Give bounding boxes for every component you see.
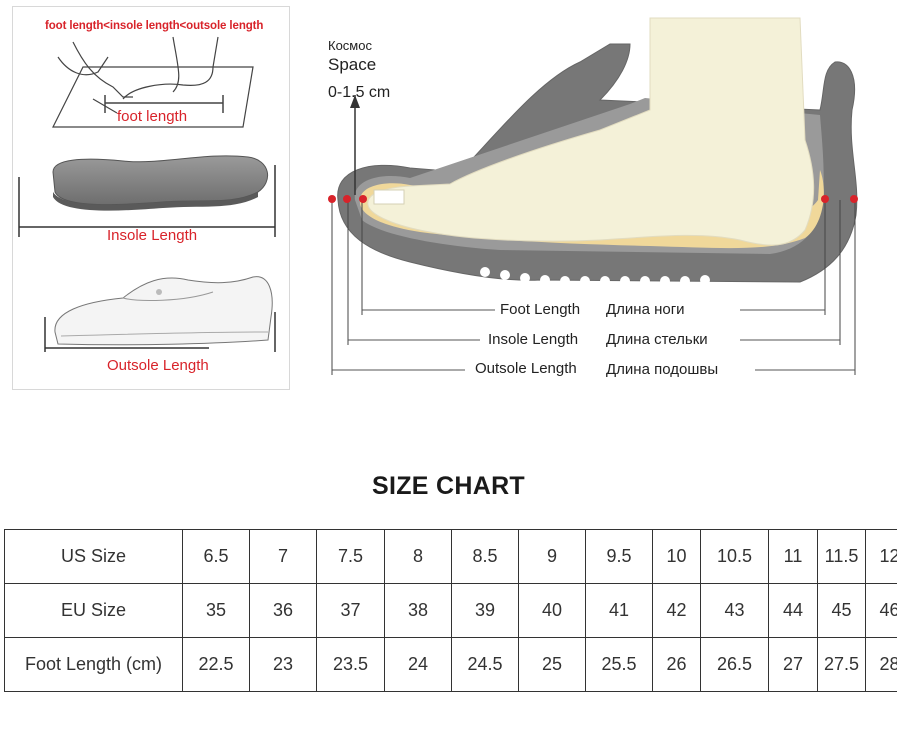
table-cell: 11 [768,529,818,584]
measurement-guide-panel: foot length<insole length<outsole length… [12,6,290,390]
table-cell: 8.5 [451,529,519,584]
outsole-length-label: Outsole Length [107,357,209,374]
table-row: EU Size 35 36 37 38 39 40 41 42 43 44 45… [4,583,897,638]
row-label: EU Size [4,583,183,638]
insole-length-label: Insole Length [107,227,198,244]
table-cell: 27.5 [817,637,866,692]
table-cell: 26.5 [700,637,769,692]
table-cell: 22.5 [182,637,250,692]
outsole-length-ru: Длина подошвы [606,361,719,378]
row-label: US Size [4,529,183,584]
insole-length-ru: Длина стельки [606,331,708,348]
table-cell: 27 [768,637,818,692]
size-chart-title: SIZE CHART [372,472,525,500]
insole-illustration [18,155,276,237]
shoe-cross-section-diagram [328,17,858,375]
table-cell: 23.5 [316,637,385,692]
table-cell: 45 [817,583,866,638]
table-cell: 10 [652,529,701,584]
insole-length-en: Insole Length [488,331,579,348]
foot-length-label: foot length [117,108,188,125]
table-cell: 26 [652,637,701,692]
table-cell: 8 [384,529,452,584]
table-cell: 12 [865,529,897,584]
size-chart-table: US Size 6.5 7 7.5 8 8.5 9 9.5 10 10.5 11… [4,529,897,692]
table-cell: 28 [865,637,897,692]
table-cell: 11.5 [817,529,866,584]
space-range-label: 0-1.5 cm [328,84,391,101]
outsole-length-en: Outsole Length [475,360,577,377]
table-cell: 25 [518,637,586,692]
space-en-label: Space [328,55,377,74]
foot-measure-illustration [52,36,254,128]
row-label: Foot Length (cm) [4,637,183,692]
foot-length-en: Foot Length [500,301,581,318]
table-row: US Size 6.5 7 7.5 8 8.5 9 9.5 10 10.5 11… [4,529,897,584]
table-cell: 25.5 [585,637,653,692]
space-ru-label: Космос [328,38,372,53]
table-cell: 39 [451,583,519,638]
table-cell: 38 [384,583,452,638]
table-cell: 42 [652,583,701,638]
table-cell: 7.5 [316,529,385,584]
table-cell: 35 [182,583,250,638]
table-cell: 24 [384,637,452,692]
table-cell: 9.5 [585,529,653,584]
table-cell: 44 [768,583,818,638]
foot-length-ru: Длина ноги [606,301,685,318]
table-cell: 6.5 [182,529,250,584]
shoe-illustration [44,276,276,352]
table-cell: 37 [316,583,385,638]
table-cell: 36 [249,583,317,638]
table-cell: 41 [585,583,653,638]
table-cell: 9 [518,529,586,584]
table-row: Foot Length (cm) 22.5 23 23.5 24 24.5 25… [4,637,897,692]
table-cell: 23 [249,637,317,692]
table-cell: 43 [700,583,769,638]
table-cell: 46 [865,583,897,638]
size-rule-text: foot length<insole length<outsole length [45,20,264,32]
table-cell: 10.5 [700,529,769,584]
table-cell: 24.5 [451,637,519,692]
table-cell: 40 [518,583,586,638]
table-cell: 7 [249,529,317,584]
